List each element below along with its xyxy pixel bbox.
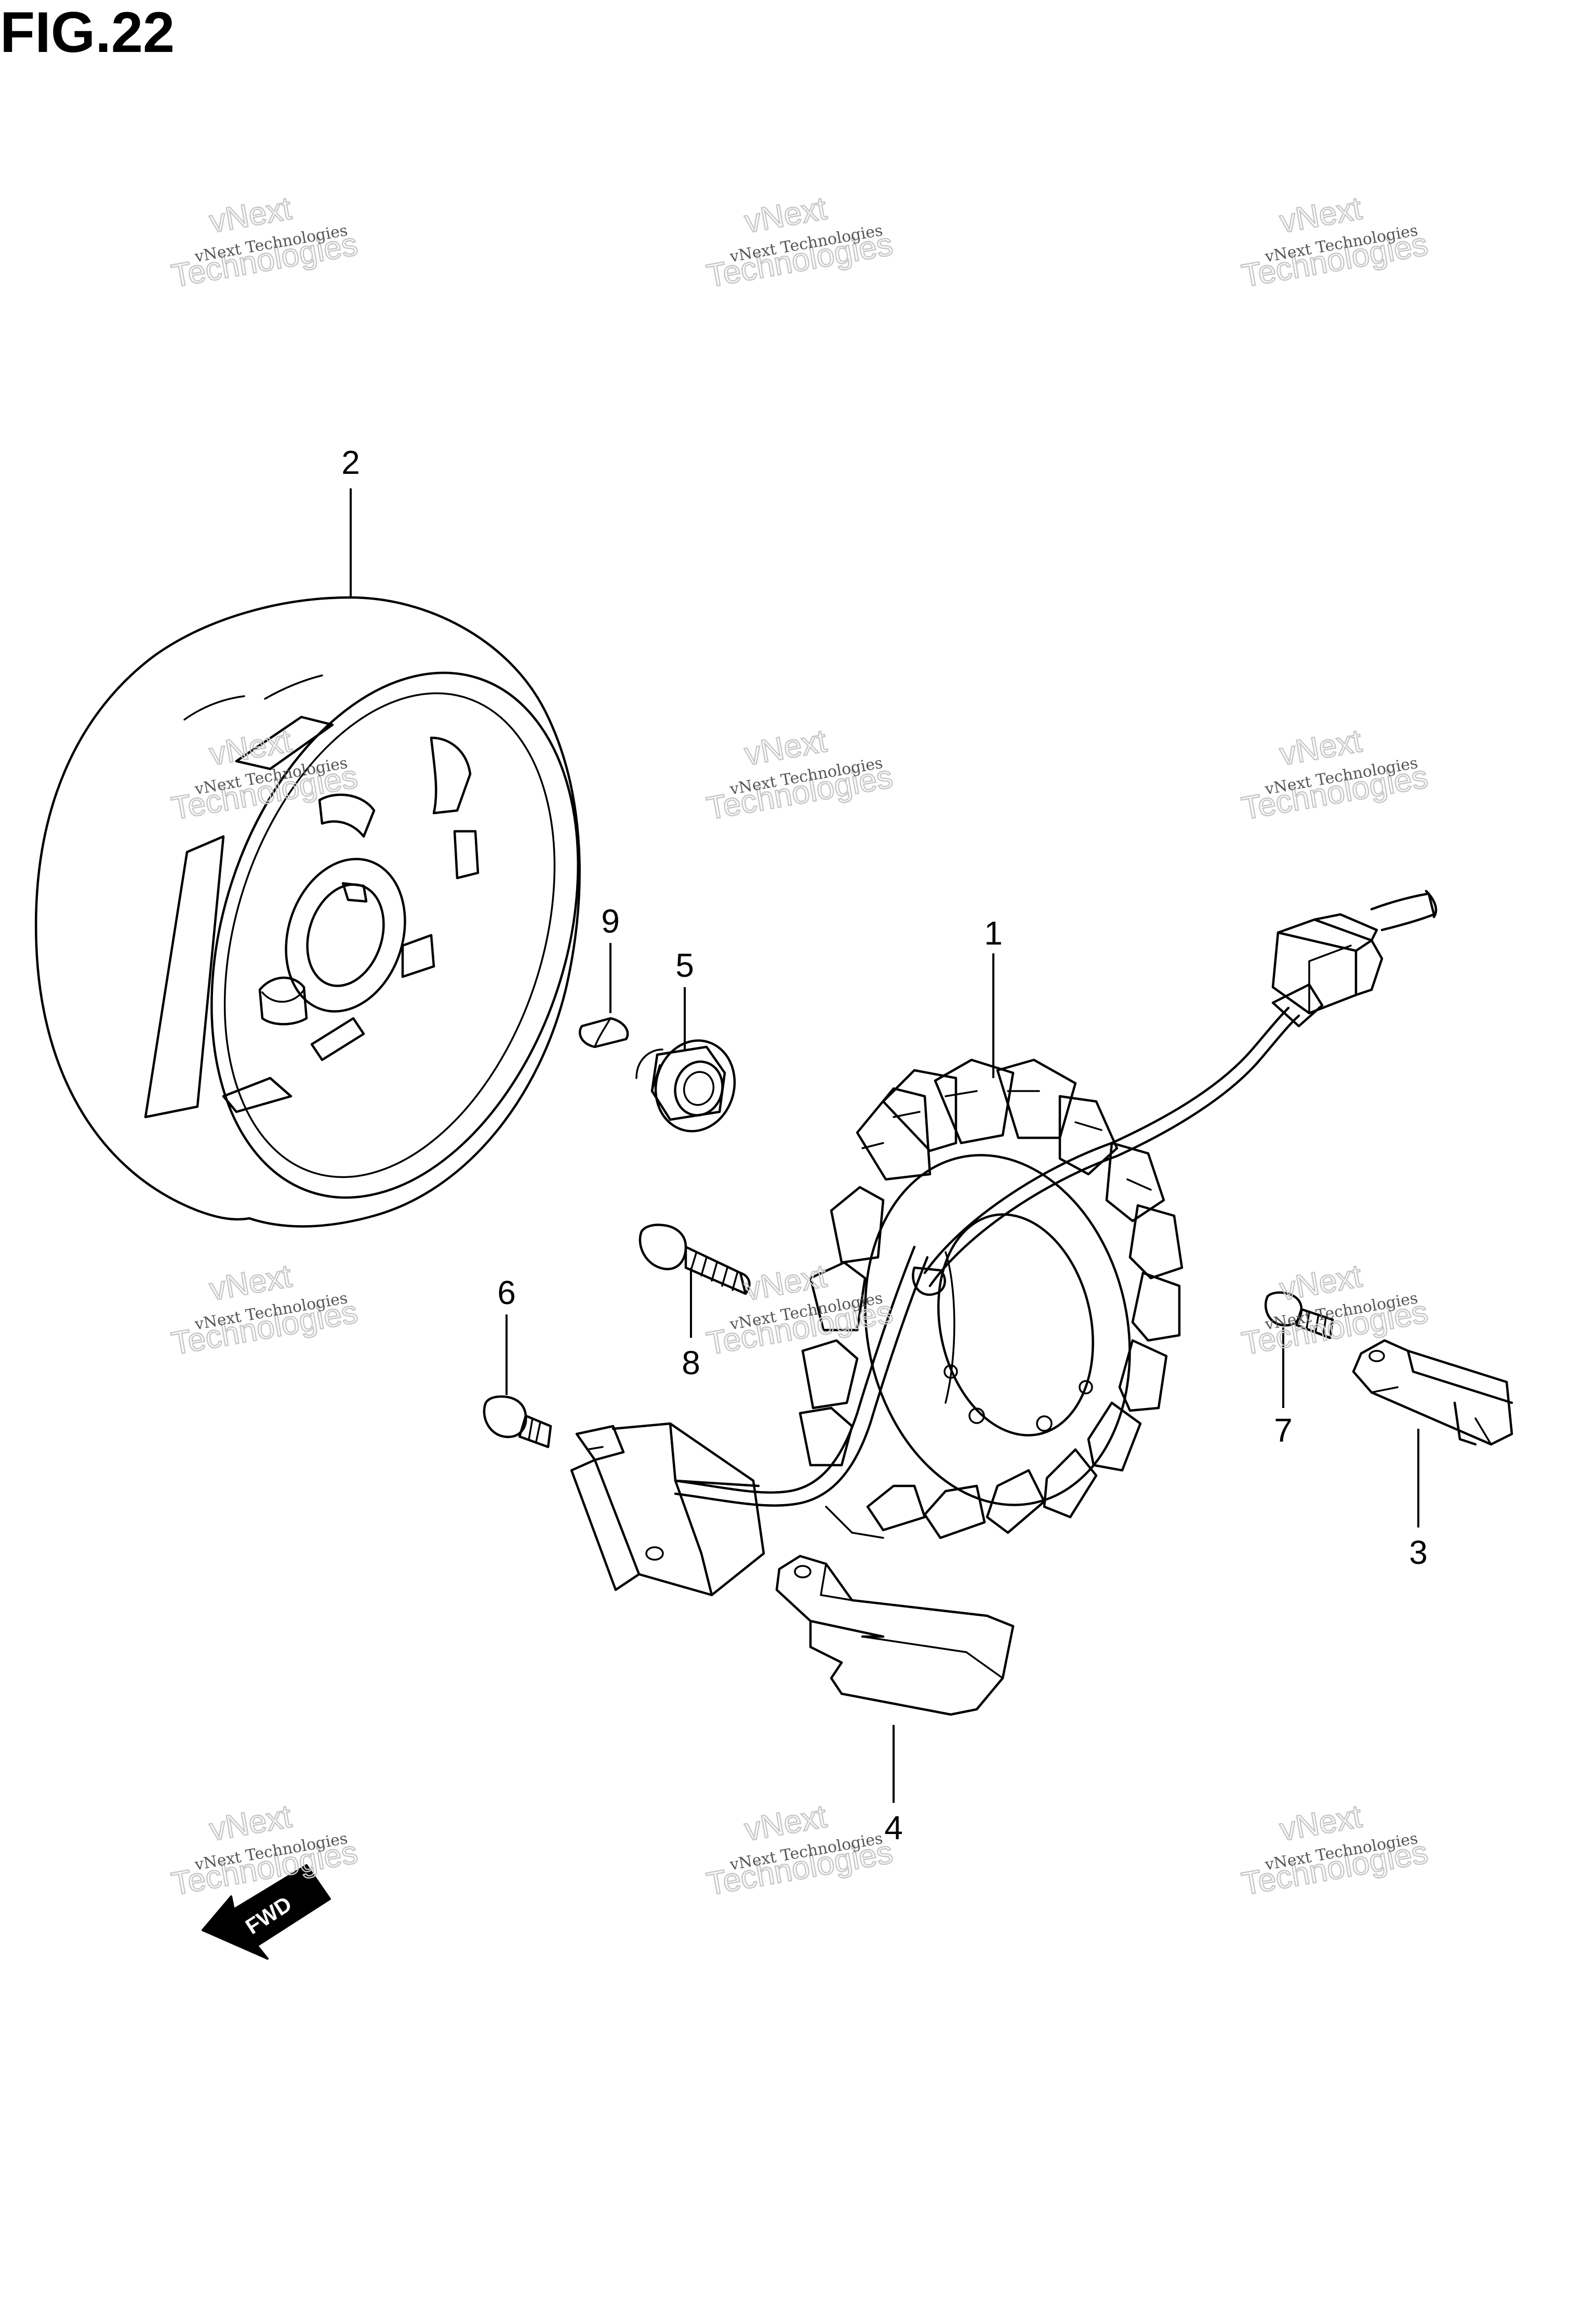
callout-7: 7	[1274, 1412, 1293, 1449]
watermark: vNext Technologies vNext Technologies	[168, 722, 361, 827]
callout-3: 3	[1409, 1534, 1428, 1571]
part-7-bolt	[1264, 1291, 1334, 1339]
callout-5: 5	[675, 947, 694, 984]
callout-8: 8	[682, 1344, 700, 1381]
watermark: vNext Technologies vNext Technologies	[1239, 190, 1431, 295]
leader-lines	[350, 488, 1419, 1803]
callout-1: 1	[984, 914, 1003, 952]
watermark: vNext Technologies vNext Technologies	[168, 1257, 361, 1362]
part-2-flywheel	[35, 596, 581, 1228]
watermark: vNext Technologies vNext Technologies	[1239, 1798, 1431, 1903]
callout-9: 9	[601, 902, 620, 940]
callout-6: 6	[497, 1274, 516, 1311]
watermark: vNext Technologies vNext Technologies	[703, 1798, 896, 1903]
watermark: vNext Technologies vNext Technologies	[168, 190, 361, 295]
part-9-key	[578, 1017, 629, 1048]
part-8-bolt	[639, 1224, 751, 1295]
part-6-bolt	[483, 1395, 552, 1449]
watermark: vNext Technologies vNext Technologies	[1239, 1257, 1431, 1362]
part-4-clamp	[775, 1554, 1015, 1716]
figure-title: FIG.22	[0, 1, 175, 64]
watermark: vNext Technologies vNext Technologies	[703, 722, 896, 827]
watermark: vNext Technologies vNext Technologies	[1239, 722, 1431, 827]
part-1-stator	[570, 889, 1438, 1597]
watermark: vNext Technologies vNext Technologies	[168, 1798, 361, 1903]
callout-2: 2	[341, 444, 360, 481]
watermark: vNext Technologies vNext Technologies	[703, 190, 896, 295]
callout-4: 4	[884, 1809, 903, 1846]
part-5-nut	[635, 1039, 736, 1133]
fwd-direction-arrow: FWD	[202, 1864, 331, 1960]
part-3-clamp	[1352, 1339, 1513, 1446]
callout-labels: 1 2 3 4 5 6 7 8 9	[341, 444, 1428, 1846]
